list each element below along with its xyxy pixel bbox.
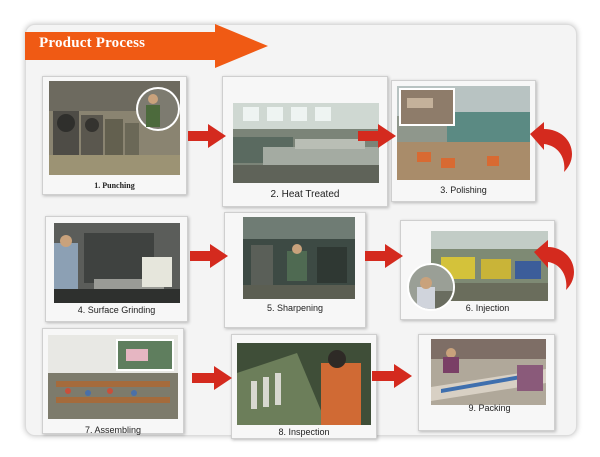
factory-photo-icon — [237, 343, 371, 425]
step-card-packing: 9. Packing — [418, 334, 555, 431]
step-caption-surface-grinding: 4. Surface Grinding — [77, 305, 156, 315]
right-arrow-icon — [192, 366, 232, 390]
factory-photo-icon — [49, 81, 180, 175]
factory-photo-icon — [243, 217, 355, 299]
worker-inset-photo — [407, 263, 455, 311]
step-caption-injection: 6. Injection — [465, 303, 510, 313]
step-photo-injection — [431, 231, 548, 301]
step-photo-polishing — [397, 86, 530, 180]
step-caption-heat-treated: 2. Heat Treated — [270, 189, 340, 200]
factory-photo-icon — [431, 339, 546, 405]
title-banner: Product Process — [25, 24, 270, 68]
step-card-punching: 1. Punching — [42, 76, 187, 195]
step-card-heat-treated: 2. Heat Treated — [222, 76, 388, 207]
step-caption-inspection: 8. Inspection — [278, 427, 330, 437]
right-arrow-icon — [372, 364, 412, 388]
step-caption-assembling: 7. Assembling — [84, 425, 142, 435]
curved-return-arrow-icon — [534, 240, 574, 290]
right-arrow-icon — [358, 124, 396, 148]
step-photo-packing — [431, 339, 546, 405]
step-photo-surface-grinding — [54, 223, 180, 303]
right-arrow-icon — [365, 244, 403, 268]
step-card-inspection: 8. Inspection — [231, 334, 377, 439]
right-arrow-icon — [190, 244, 228, 268]
right-arrow-icon — [188, 124, 226, 148]
factory-photo-icon — [397, 86, 530, 180]
banner-arrow-shape — [25, 24, 268, 68]
step-caption-packing: 9. Packing — [468, 403, 511, 413]
step-photo-heat-treated — [233, 103, 379, 183]
step-card-sharpening: 5. Sharpening — [224, 212, 366, 328]
curved-return-arrow-icon — [530, 122, 572, 172]
factory-photo-icon — [54, 223, 180, 303]
factory-photo-icon — [233, 103, 379, 183]
step-card-injection: 6. Injection — [400, 220, 555, 320]
step-photo-punching — [49, 81, 180, 175]
factory-photo-icon — [48, 335, 178, 419]
step-caption-punching: 1. Punching — [94, 181, 135, 190]
page-title: Product Process — [39, 35, 146, 51]
step-caption-polishing: 3. Polishing — [440, 185, 487, 195]
step-caption-sharpening: 5. Sharpening — [266, 303, 324, 313]
step-card-polishing: 3. Polishing — [391, 80, 536, 202]
step-photo-assembling — [48, 335, 178, 419]
factory-photo-icon — [431, 231, 548, 301]
step-photo-sharpening — [243, 217, 355, 299]
step-photo-inspection — [237, 343, 371, 425]
worker-photo-icon — [409, 265, 453, 309]
step-card-assembling: 7. Assembling — [42, 328, 184, 435]
step-card-surface-grinding: 4. Surface Grinding — [45, 216, 188, 322]
